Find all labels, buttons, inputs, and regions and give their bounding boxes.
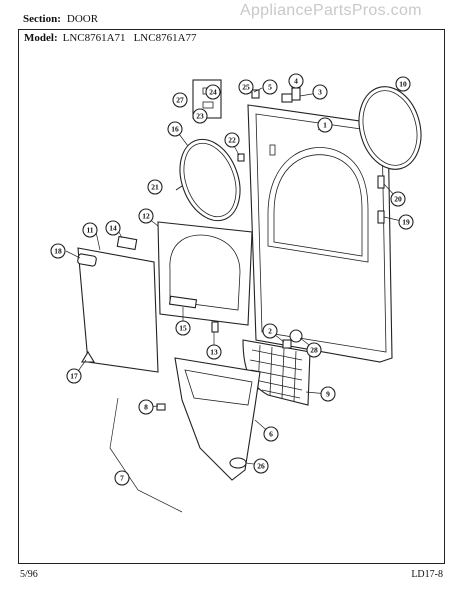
callout-3: 3: [312, 84, 328, 100]
svg-text:22: 22: [228, 136, 236, 145]
svg-text:8: 8: [144, 403, 148, 412]
inner-seal-ring: [179, 138, 241, 222]
model-label: Model:: [24, 32, 58, 44]
svg-text:20: 20: [394, 195, 402, 204]
callout-26: 26: [253, 458, 269, 474]
door-strip: [168, 295, 198, 309]
callout-4: 4: [288, 73, 304, 89]
callout-19: 19: [398, 214, 414, 230]
svg-text:17: 17: [70, 372, 78, 381]
strike-plate: [377, 210, 385, 224]
small-plug: [251, 89, 260, 99]
callout-23: 23: [192, 108, 208, 124]
callout-21: 21: [147, 179, 163, 195]
callout-22: 22: [224, 132, 240, 148]
callout-8: 8: [138, 399, 154, 415]
door-insert: [116, 235, 138, 251]
svg-text:19: 19: [402, 218, 410, 227]
svg-text:18: 18: [54, 247, 62, 256]
door-seal-ring: [358, 86, 422, 170]
svg-text:14: 14: [109, 224, 117, 233]
callout-9: 9: [320, 386, 336, 402]
svg-text:15: 15: [179, 324, 187, 333]
svg-text:12: 12: [142, 212, 150, 221]
watermark: AppliancePartsPros.com: [240, 2, 422, 19]
callout-18: 18: [50, 243, 66, 259]
svg-text:2: 2: [268, 327, 272, 336]
svg-text:3: 3: [318, 88, 322, 97]
svg-text:21: 21: [151, 183, 159, 192]
section-title: Section: DOOR: [23, 13, 98, 25]
svg-text:28: 28: [310, 346, 318, 355]
svg-text:4: 4: [294, 77, 298, 86]
callout-28: 28: [306, 342, 322, 358]
gasket-ring: [229, 457, 247, 469]
model-number-1: LNC8761A71: [62, 32, 126, 44]
callout-10: 10: [395, 76, 411, 92]
window-frame: [157, 221, 253, 326]
svg-text:13: 13: [210, 348, 218, 357]
lint-duct: [174, 357, 261, 481]
latch-body: [291, 87, 301, 101]
hinge-bracket: [377, 175, 385, 189]
svg-text:24: 24: [209, 88, 217, 97]
section-label: Section:: [23, 13, 61, 25]
callout-27: 27: [172, 92, 188, 108]
svg-text:5: 5: [268, 83, 272, 92]
callout-5: 5: [262, 79, 278, 95]
revision-date: 5/96: [20, 569, 38, 580]
callout-16: 16: [167, 121, 183, 137]
section-value: DOOR: [66, 13, 99, 25]
small-tab: [237, 153, 245, 162]
svg-text:11: 11: [86, 226, 93, 235]
grommet: [289, 329, 303, 343]
model-line: Model: LNC8761A71 LNC8761A77: [24, 32, 205, 44]
svg-text:10: 10: [399, 80, 407, 89]
callout-2: 2: [262, 323, 278, 339]
svg-text:26: 26: [257, 462, 265, 471]
callout-17: 17: [66, 368, 82, 384]
hinge-rod: [109, 397, 183, 513]
callout-15: 15: [175, 320, 191, 336]
svg-text:7: 7: [120, 474, 124, 483]
svg-text:6: 6: [269, 430, 273, 439]
svg-text:16: 16: [171, 125, 179, 134]
callout-12: 12: [138, 208, 154, 224]
callout-7: 7: [114, 470, 130, 486]
callout-25: 25: [238, 79, 254, 95]
svg-text:23: 23: [196, 112, 204, 121]
svg-text:1: 1: [323, 121, 327, 130]
inner-door-panel: [77, 247, 159, 373]
latch-spring: [281, 93, 293, 103]
svg-text:25: 25: [242, 83, 250, 92]
svg-text:27: 27: [176, 96, 184, 105]
callout-6: 6: [263, 426, 279, 442]
callout-13: 13: [206, 344, 222, 360]
bumper: [81, 350, 95, 363]
callout-14: 14: [105, 220, 121, 236]
callout-11: 11: [82, 222, 98, 238]
svg-text:9: 9: [326, 390, 330, 399]
small-clip: [282, 339, 292, 349]
diagram-frame: [18, 29, 445, 564]
callout-24: 24: [205, 84, 221, 100]
model-number-2: LNC8761A77: [133, 32, 197, 44]
callout-20: 20: [390, 191, 406, 207]
clip-hardware: [156, 403, 166, 411]
page-code: LD17-8: [411, 569, 443, 580]
door-latch: [211, 321, 219, 333]
callout-1: 1: [317, 117, 333, 133]
